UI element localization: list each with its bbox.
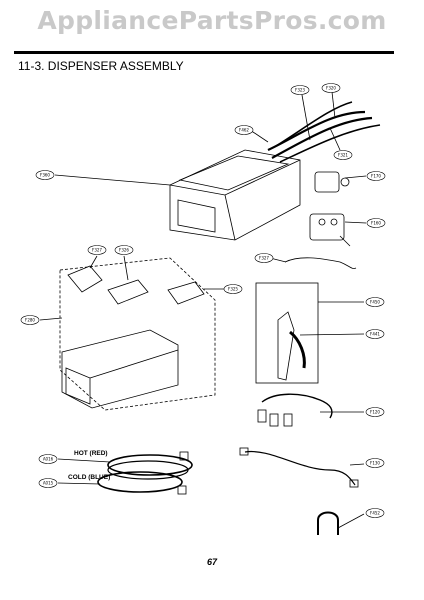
- harness-wire: [271, 116, 373, 159]
- valve-outlet: [339, 235, 351, 247]
- valve-outlet: [340, 177, 350, 187]
- valve-double: [309, 213, 345, 241]
- housing-drawer-slot: [177, 199, 216, 233]
- callout-f327-left: F327: [92, 248, 102, 253]
- leader-line: [123, 255, 129, 281]
- callout-f120: F120: [370, 410, 380, 415]
- callout-f450: F450: [370, 300, 380, 305]
- leader-line: [57, 458, 111, 463]
- cold-hose-label: COLD (BLUE): [68, 474, 111, 481]
- harness-wire: [275, 101, 353, 147]
- sensor-detail-box: [255, 282, 319, 384]
- pressure-sensor-hose: [277, 311, 295, 381]
- harness-wire: [279, 124, 381, 163]
- leader-line: [89, 255, 98, 269]
- connector: [269, 413, 279, 427]
- leader-line: [249, 129, 269, 143]
- harness-f130: [244, 450, 356, 486]
- valve-coil: [330, 218, 338, 226]
- siphon-cap-f326: [107, 279, 149, 305]
- callout-f326: F326: [119, 248, 129, 253]
- leader-line: [344, 175, 367, 179]
- cold-inlet-hose: [97, 471, 183, 493]
- drawer-handle: [65, 367, 91, 405]
- callout-f441: F441: [370, 332, 380, 337]
- callout-f280: F280: [25, 318, 35, 323]
- leader-line: [54, 174, 171, 186]
- leader-line: [331, 91, 336, 119]
- dispenser-drawer: [61, 329, 179, 409]
- hose-fitting: [179, 451, 189, 461]
- callout-f160: F160: [371, 221, 381, 226]
- hose-clip: [317, 511, 339, 535]
- callout-f327-right: F327: [259, 256, 269, 261]
- leader-line: [301, 94, 311, 141]
- siphon-cap-f327: [67, 265, 103, 293]
- connector: [257, 409, 267, 423]
- drawer-edge: [89, 349, 179, 379]
- hot-hose-label: HOT (RED): [74, 450, 108, 457]
- housing-top-panel: [178, 155, 290, 191]
- callout-a015: A015: [43, 481, 54, 486]
- callout-f462: F462: [239, 128, 249, 133]
- callout-f323: F323: [295, 88, 305, 93]
- callout-f320: F320: [326, 86, 336, 91]
- sensor-tube: [289, 330, 306, 369]
- callout-f452: F452: [370, 511, 380, 516]
- connector: [283, 413, 293, 427]
- callout-f360: F360: [40, 173, 50, 178]
- hot-inlet-hose-inner: [107, 460, 189, 480]
- callout-f130: F130: [370, 461, 380, 466]
- section-title: 11-3. DISPENSER ASSEMBLY: [18, 59, 184, 73]
- leader-line: [329, 127, 341, 151]
- leader-line: [337, 513, 365, 529]
- housing-edge: [169, 159, 301, 196]
- valve-single: [314, 171, 340, 193]
- softener-cap-f325: [167, 281, 205, 305]
- valve-coil: [318, 218, 326, 226]
- connector: [239, 447, 249, 456]
- leader-line: [349, 463, 365, 466]
- callout-f170: F170: [371, 174, 381, 179]
- connector: [349, 479, 359, 488]
- leader-line: [299, 333, 365, 336]
- leader-line: [57, 482, 101, 485]
- hose-fitting: [177, 485, 187, 495]
- drawer-group-outline: [59, 257, 216, 411]
- callout-f321: F321: [338, 153, 348, 158]
- hot-inlet-hose: [107, 454, 193, 476]
- callout-a016: A016: [43, 457, 54, 462]
- callout-f325: F325: [228, 287, 238, 292]
- page-number: 67: [206, 557, 217, 567]
- leader-line: [344, 221, 367, 224]
- dispenser-housing: [169, 149, 301, 241]
- header-rule: [14, 51, 394, 54]
- housing-edge: [224, 194, 236, 241]
- watermark: AppliancePartsPros.com: [37, 6, 387, 35]
- harness-f120: [261, 393, 333, 419]
- jumper-wire: [284, 257, 357, 269]
- leader-line: [39, 317, 63, 321]
